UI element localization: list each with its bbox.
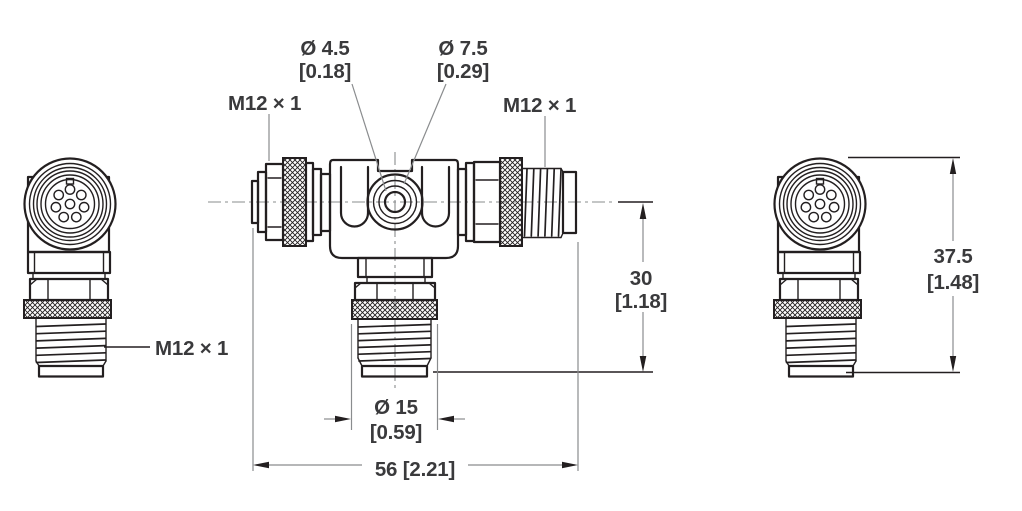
dimension-overall-width: 56 [2.21]	[252, 228, 579, 481]
dia-4-5-inch: [0.18]	[299, 60, 351, 83]
dimension-dia-15: Ø 15 [0.59]	[324, 324, 465, 444]
center-port-hole	[383, 190, 407, 214]
dimension-branch-height: 30 [1.18]	[433, 201, 667, 373]
dia-15-inch: [0.59]	[370, 421, 422, 444]
dia-4-5-metric: Ø 4.5	[300, 37, 349, 60]
dimension-dia-7-5: Ø 7.5 [0.29]	[403, 37, 489, 185]
right-cable-channel	[420, 165, 451, 228]
bottom-male-knurl	[351, 299, 438, 320]
branch-height-metric: 30	[630, 267, 652, 290]
t-body-outline	[328, 158, 460, 260]
dia-7-5-metric: Ø 7.5	[438, 37, 487, 60]
thread-side-left-label: M12 × 1	[155, 337, 228, 360]
right-angled-connector-view	[772, 157, 867, 378]
dimension-thread-side-left: M12 × 1	[104, 337, 228, 360]
dimension-thread-top-left: M12 × 1	[228, 92, 301, 161]
overall-height-metric: 37.5	[933, 245, 972, 268]
overall-height-inch: [1.48]	[927, 271, 979, 294]
center-port-outer-circle	[366, 173, 424, 231]
thread-top-left-label: M12 × 1	[228, 92, 301, 115]
left-cable-channel	[339, 165, 370, 228]
dimension-dia-4-5: Ø 4.5 [0.18]	[299, 37, 387, 192]
thread-top-right-label: M12 × 1	[503, 94, 576, 117]
dimension-overall-height: 37.5 [1.48]	[846, 156, 979, 374]
dia-7-5-inch: [0.29]	[437, 60, 489, 83]
right-male-knurl	[499, 157, 523, 247]
dia-15-metric: Ø 15	[374, 396, 418, 419]
dimension-thread-top-right: M12 × 1	[503, 94, 576, 167]
left-coupling-nut-knurl	[282, 157, 307, 247]
left-angled-connector-view	[22, 157, 117, 378]
overall-width-label: 56 [2.21]	[375, 458, 455, 481]
t-splitter-front-view	[208, 152, 616, 388]
branch-height-inch: [1.18]	[615, 290, 667, 313]
